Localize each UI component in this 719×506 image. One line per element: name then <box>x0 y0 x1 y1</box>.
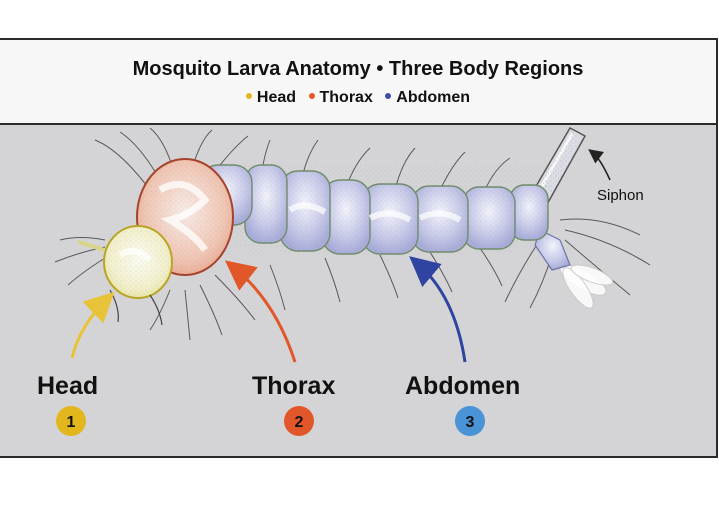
diagram-title: Mosquito Larva Anatomy • Three Body Regi… <box>132 58 584 80</box>
badge-circle-thorax-icon <box>284 406 314 436</box>
badge-number-thorax: 2 <box>295 414 304 431</box>
legend-item-abdomen: Abdomen <box>385 89 470 107</box>
legend-label-abdomen: Abdomen <box>396 89 471 106</box>
badge-abdomen: 3 <box>455 406 485 436</box>
larva-diagram: Siphon Head Thorax Abdomen 1 2 3 <box>37 126 651 436</box>
region-label-thorax: Thorax <box>252 372 335 400</box>
badge-number-abdomen: 3 <box>466 414 475 431</box>
legend: Head Thorax Abdomen <box>0 89 716 107</box>
badge-number-head: 1 <box>67 414 76 431</box>
badge-circle-abdomen-icon <box>455 406 485 436</box>
legend-item-thorax: Thorax <box>308 89 373 107</box>
legend-dot-head-icon <box>245 92 252 99</box>
head <box>77 225 173 326</box>
diagram-frame: Mosquito Larva Anatomy • Three Body Regi… <box>0 38 718 458</box>
legend-dot-thorax-icon <box>308 92 315 99</box>
legend-label-head: Head <box>256 89 297 106</box>
badge-circle-head-icon <box>56 406 86 436</box>
siphon-arrow <box>588 149 611 181</box>
thorax-arrow <box>224 260 297 363</box>
legend-label-thorax: Thorax <box>319 89 373 106</box>
siphon-label: Siphon <box>597 187 644 204</box>
header-band: Mosquito Larva Anatomy • Three Body Regi… <box>0 40 716 125</box>
badge-thorax: 2 <box>284 406 314 436</box>
legend-item-head: Head <box>245 89 297 107</box>
abdomen-segments <box>199 164 550 255</box>
legend-dot-abdomen-icon <box>385 92 392 99</box>
head-arrow <box>70 291 115 359</box>
region-label-abdomen: Abdomen <box>405 372 520 400</box>
region-label-head: Head <box>37 372 98 400</box>
tail-gills <box>534 229 614 309</box>
abdomen-arrow <box>409 256 467 363</box>
badge-head: 1 <box>56 406 86 436</box>
